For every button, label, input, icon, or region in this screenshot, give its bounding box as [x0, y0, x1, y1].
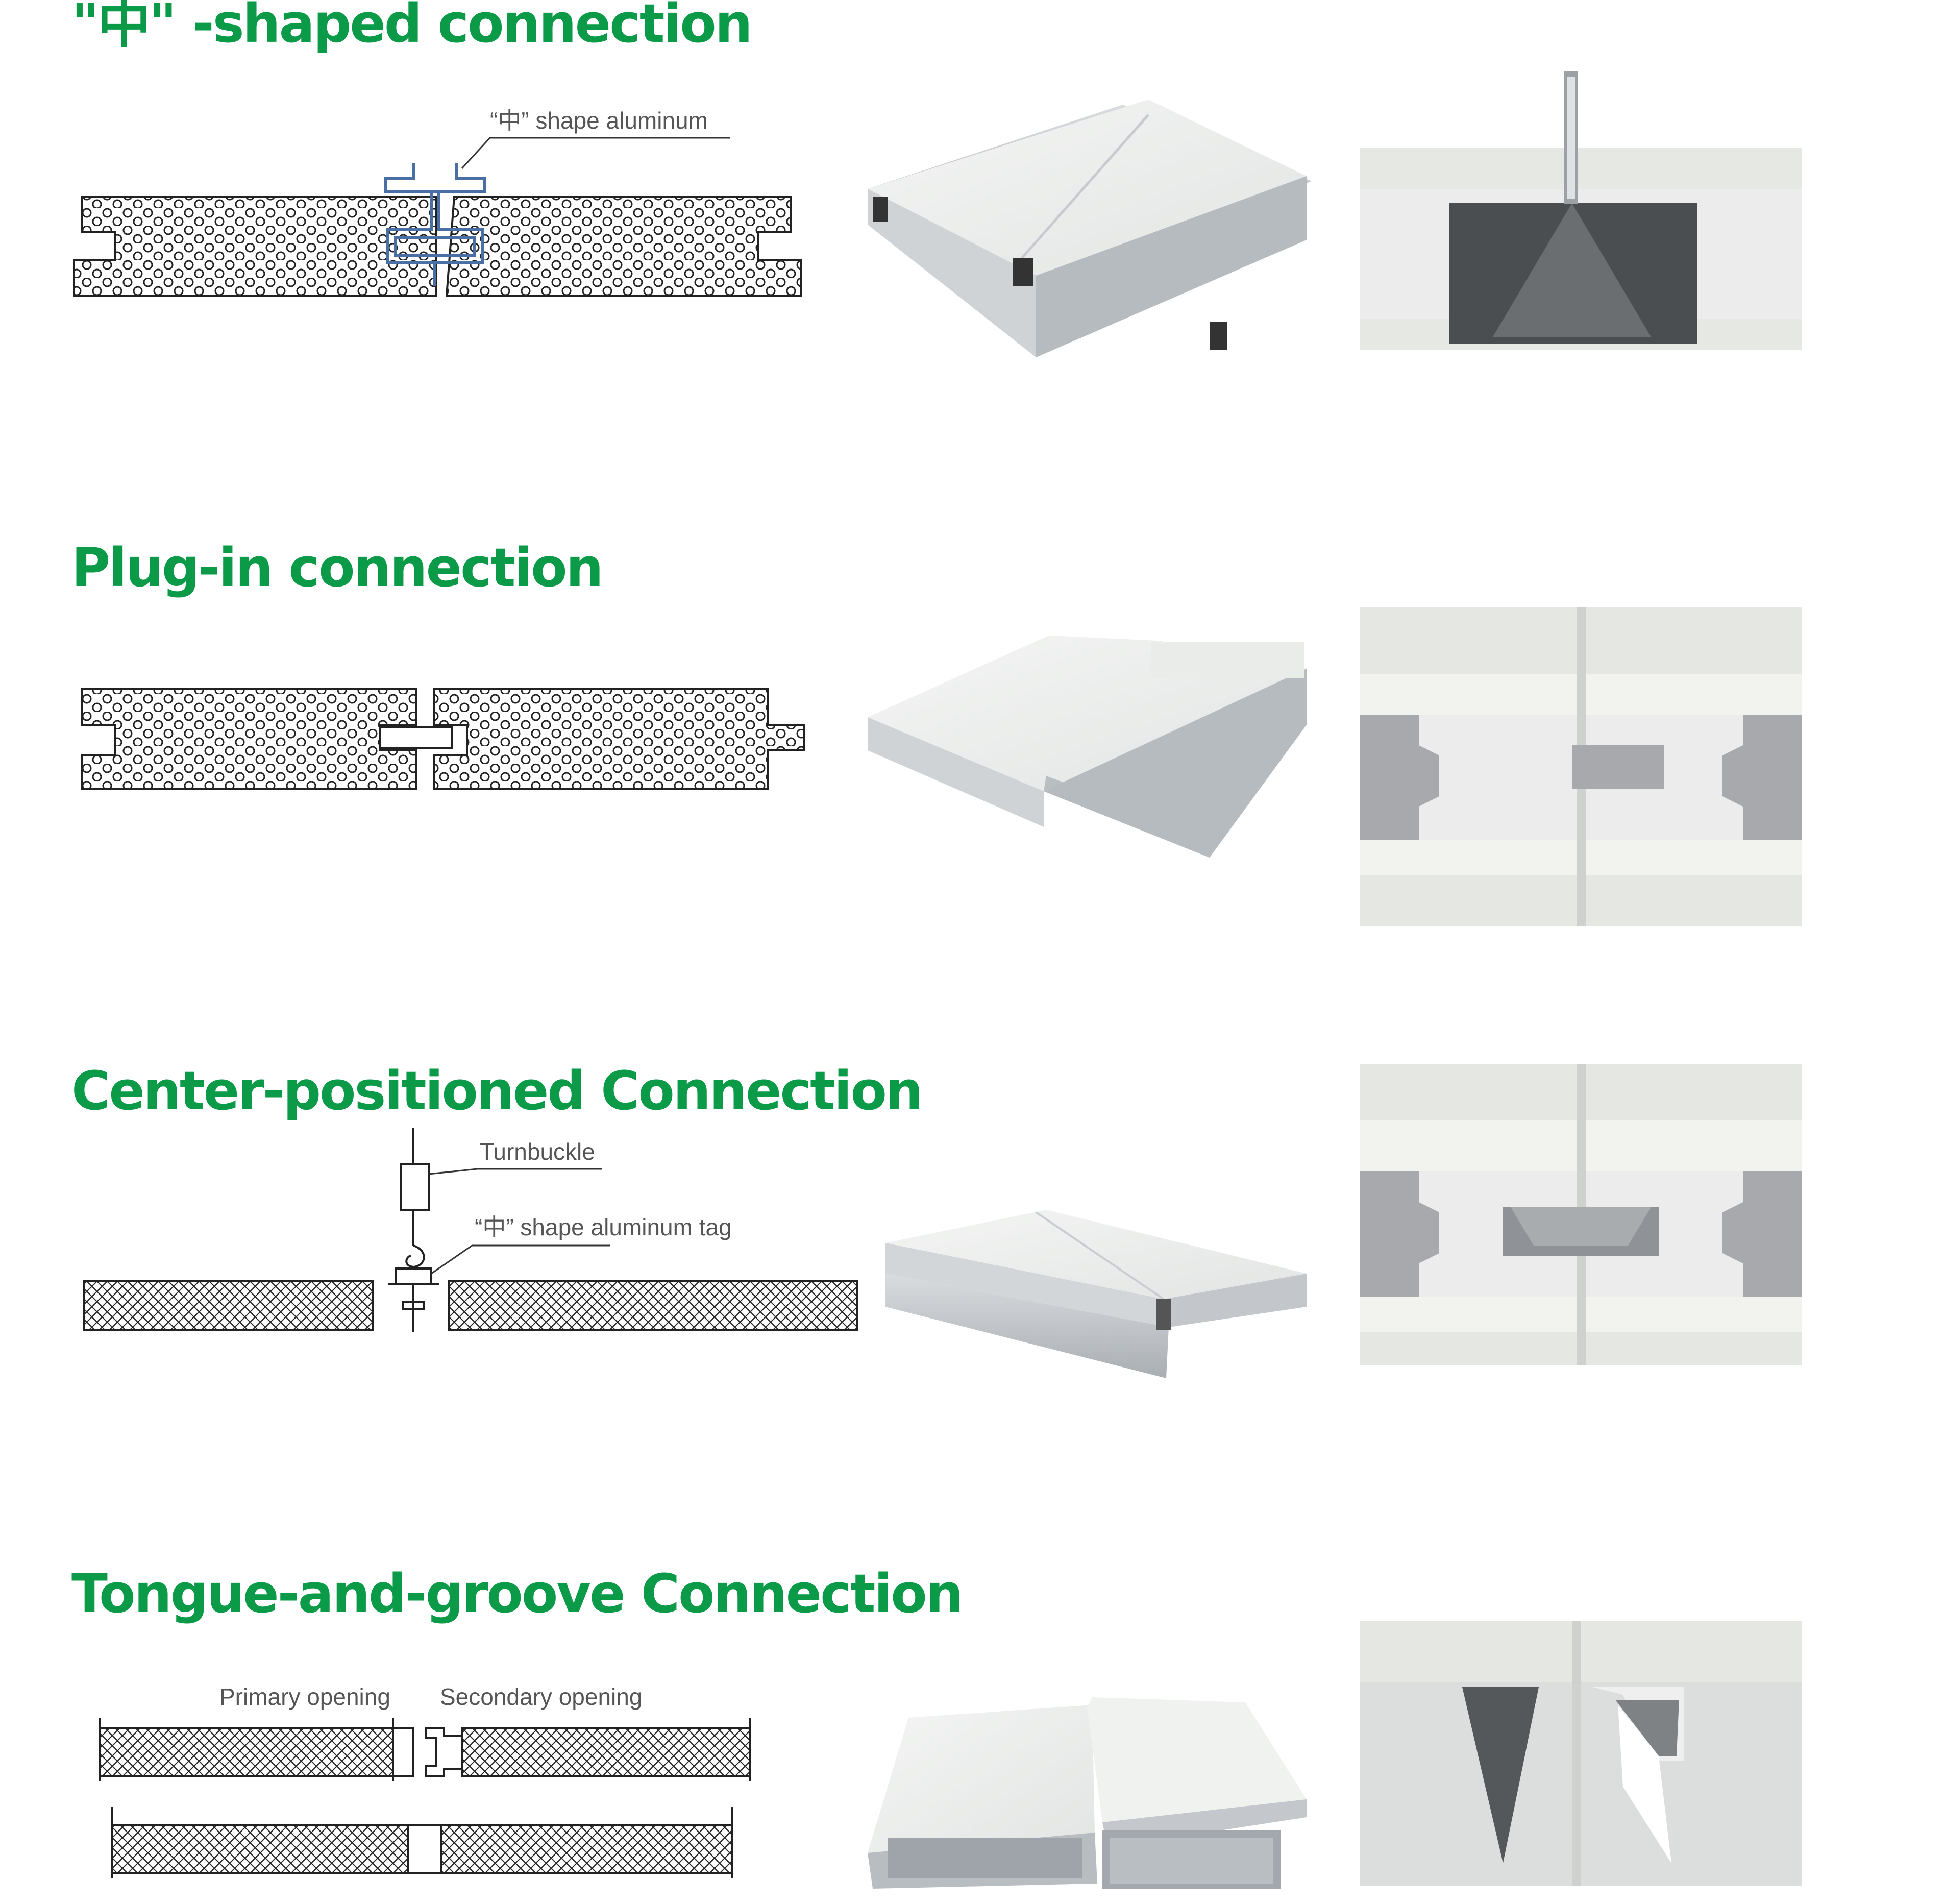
secondary-opening-label: Secondary opening	[440, 1683, 642, 1710]
primary-opening-label: Primary opening	[219, 1683, 390, 1710]
zhong-cross-section-photo	[1360, 71, 1802, 350]
turnbuckle-drawing	[388, 1128, 439, 1332]
zhong-aluminum-label: “中” shape aluminum	[490, 107, 708, 134]
tongue-groove-panel-3d-photo	[868, 1697, 1307, 1889]
center-left-panel-drawing	[83, 1280, 374, 1331]
section-plug-in	[81, 607, 1802, 926]
turnbuckle-label: Turnbuckle	[480, 1138, 595, 1165]
plug-in-panel-3d-photo	[868, 636, 1307, 858]
section-tongue-and-groove: Primary opening Secondary opening	[99, 1621, 1802, 1889]
zhong-aluminum-profile-drawing	[384, 163, 486, 286]
tongue-groove-closed-drawing	[111, 1807, 733, 1878]
plug-in-right-panel-drawing	[433, 688, 805, 790]
section-zhong-shaped: “中” shape aluminum	[73, 71, 1802, 357]
plug-in-left-panel-drawing	[81, 688, 417, 790]
center-cross-section-photo	[1360, 1064, 1802, 1365]
plug-in-tongue-drawing	[379, 726, 453, 749]
heading-center-positioned-connection: Center-positioned Connection	[71, 1060, 923, 1122]
heading-zhong-shaped-connection: "中" -shaped connection	[71, 0, 753, 55]
center-panel-3d-photo	[885, 1210, 1307, 1378]
zhong-right-panel-drawing	[445, 196, 802, 297]
heading-plug-in-connection: Plug-in connection	[71, 536, 604, 599]
zhong-panel-3d-photo	[868, 100, 1312, 357]
center-aluminum-tag-label: “中” shape aluminum tag	[475, 1214, 732, 1240]
center-right-panel-drawing	[448, 1280, 858, 1331]
zhong-left-panel-drawing	[73, 196, 437, 297]
section-center-positioned: Turnbuckle “中” shape aluminum tag	[83, 1064, 1802, 1378]
tongue-groove-cross-section-photo	[1360, 1621, 1802, 1886]
heading-tongue-and-groove-connection: Tongue-and-groove Connection	[71, 1563, 964, 1625]
tongue-groove-open-drawing	[99, 1718, 751, 1781]
plug-in-cross-section-photo	[1360, 607, 1802, 926]
